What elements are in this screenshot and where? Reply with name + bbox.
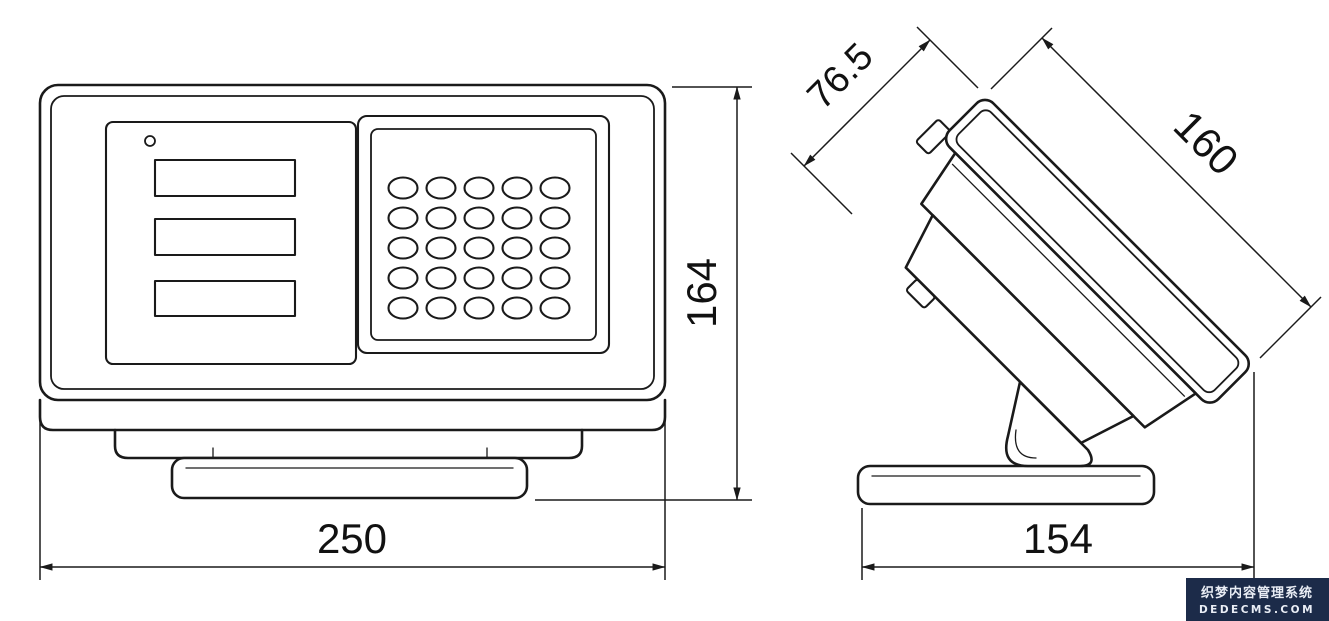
keypad-button xyxy=(387,266,419,290)
keypad-button xyxy=(425,266,457,290)
watermark-text-en: DEDECMS.COM xyxy=(1199,604,1315,616)
front-housing-outline xyxy=(38,83,667,402)
keypad-button xyxy=(463,206,495,230)
keypad-button xyxy=(387,296,419,320)
side-base-plate xyxy=(856,464,1156,506)
keypad-button xyxy=(387,236,419,260)
extension-line xyxy=(990,27,1053,90)
watermark: 织梦内容管理系统 DEDECMS.COM xyxy=(1186,578,1329,621)
dimension-label-face-length: 160 xyxy=(1165,101,1248,184)
front-housing-inner-outline xyxy=(50,95,655,390)
front-dimensions: 250 164 xyxy=(39,86,752,580)
keypad-button xyxy=(501,236,533,260)
dimension-line-face-length xyxy=(1041,37,1312,308)
extension-line xyxy=(916,26,979,89)
keypad-button xyxy=(539,176,571,200)
keypad-button xyxy=(463,176,495,200)
display-window-1 xyxy=(153,158,297,198)
watermark-box xyxy=(1186,578,1329,621)
keypad-button xyxy=(387,206,419,230)
keypad-button xyxy=(539,206,571,230)
watermark-text-cn: 织梦内容管理系统 xyxy=(1201,585,1313,601)
front-view xyxy=(38,83,667,500)
keypad-button xyxy=(539,266,571,290)
dimension-label-depth: 76.5 xyxy=(800,36,882,118)
extension-line xyxy=(790,152,853,215)
keypad-button xyxy=(501,206,533,230)
keypad-button xyxy=(463,236,495,260)
dimension-label-width: 250 xyxy=(317,515,387,562)
power-led xyxy=(144,135,156,147)
display-window-3 xyxy=(153,279,297,318)
keypad-button xyxy=(387,176,419,200)
extension-line xyxy=(1259,296,1322,359)
keypad-button xyxy=(425,176,457,200)
keypad xyxy=(387,176,571,320)
side-rear-hook xyxy=(905,279,936,309)
display-window-2 xyxy=(153,217,297,257)
front-stand-neck xyxy=(113,428,584,460)
side-housing-rear xyxy=(904,213,1135,445)
keypad-button xyxy=(425,236,457,260)
keypad-button xyxy=(463,296,495,320)
front-display-panel xyxy=(104,120,358,366)
dimension-label-base-width: 154 xyxy=(1023,515,1093,562)
keypad-button xyxy=(539,296,571,320)
keypad-button xyxy=(539,236,571,260)
keypad-button xyxy=(425,206,457,230)
dimension-line-depth xyxy=(803,39,931,167)
dimension-label-height: 164 xyxy=(678,258,725,328)
keypad-panel-outer xyxy=(356,114,611,355)
side-hinge xyxy=(1004,380,1093,468)
front-base-plate xyxy=(170,456,529,500)
front-lower-band xyxy=(38,398,667,432)
keypad-button xyxy=(501,296,533,320)
keypad-button xyxy=(501,176,533,200)
keypad-button xyxy=(501,266,533,290)
keypad-button xyxy=(425,296,457,320)
side-hinge-detail xyxy=(1014,429,1037,459)
keypad-panel-inner xyxy=(370,128,597,341)
keypad-button xyxy=(463,266,495,290)
